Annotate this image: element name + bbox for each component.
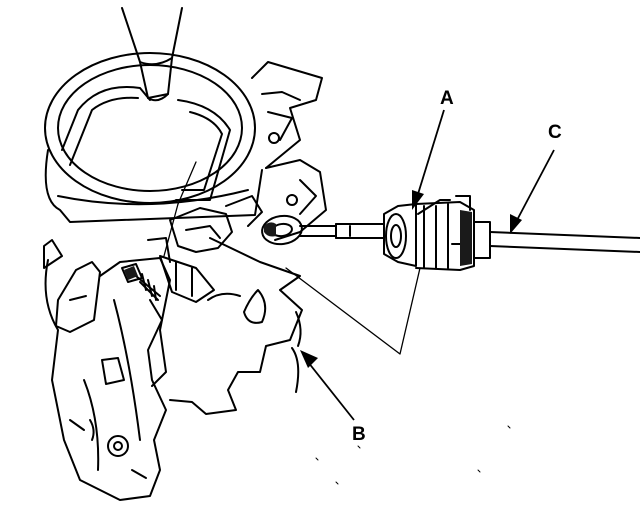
eyelet-shadow [264, 222, 276, 237]
shift-indicator-housing [44, 52, 263, 223]
bolt-head [124, 266, 138, 280]
outer-cable [489, 231, 640, 253]
mounting-bracket [251, 61, 327, 241]
scan-speckle [315, 425, 511, 485]
callout-c-arrow [510, 149, 555, 234]
label-c: C [548, 122, 562, 143]
lower-shift-assembly [43, 239, 171, 501]
base-plate [169, 237, 303, 415]
leader-lines [163, 161, 421, 355]
label-a: A [440, 88, 454, 109]
callout-a-arrow [412, 109, 445, 210]
mounting-bolt [121, 263, 161, 301]
label-b: B [352, 424, 366, 445]
cable-rod [335, 223, 385, 239]
adjuster-shadow [460, 210, 472, 266]
callout-b-arrow [300, 350, 355, 421]
cable-lock-adjuster [383, 195, 491, 271]
cable-end-eyelet [261, 214, 337, 246]
shift-linkage [147, 195, 263, 303]
